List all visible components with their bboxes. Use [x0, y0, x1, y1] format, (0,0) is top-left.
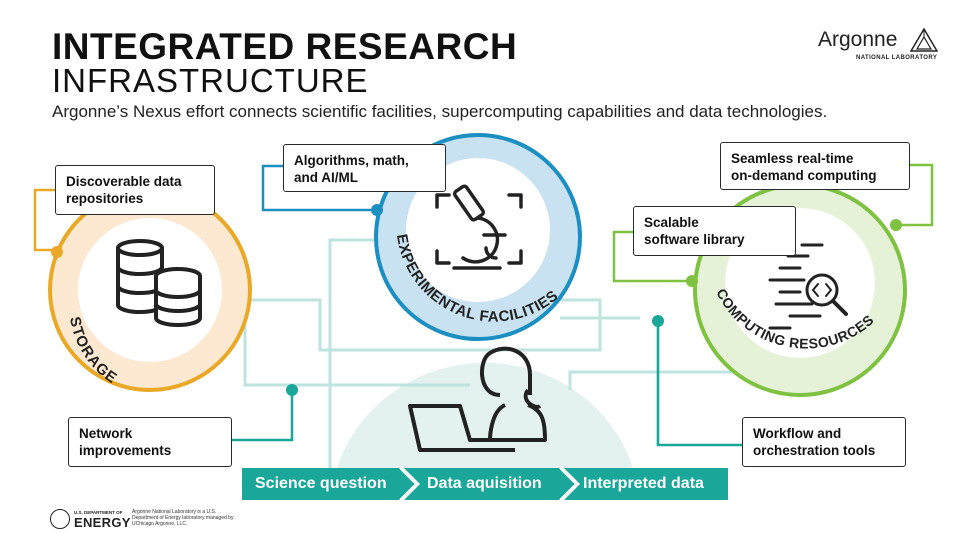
doe-description: Argonne National Laboratory is a U.S. De…	[132, 509, 234, 527]
computing-dot-top	[890, 219, 902, 231]
doe-logo[interactable]: U.S. DEPARTMENT OF ENERGY Argonne Nation…	[50, 508, 240, 532]
algorithms-box: Algorithms, math, and AI/ML	[283, 144, 446, 192]
doe-energy-text: ENERGY	[74, 515, 131, 530]
researcher-icon	[408, 346, 547, 452]
experimental-connector	[261, 164, 375, 212]
center-background	[335, 362, 635, 475]
page-title-line2: INFRASTRUCTURE	[52, 62, 369, 99]
scalable-line2: software library	[644, 232, 745, 247]
workflow-connector	[656, 323, 742, 447]
seamless-line1: Seamless real-time	[731, 151, 854, 166]
computing-dot-mid	[686, 275, 698, 287]
workflow-line2: orchestration tools	[753, 443, 876, 458]
flow-step-interpreted-data: Interpreted data	[583, 475, 704, 492]
network-line1: Network	[79, 426, 133, 441]
algorithms-label: Algorithms, math, and AI/ML	[294, 153, 409, 185]
seamless-computing-box: Seamless real-time on-demand computing	[720, 142, 910, 190]
scalable-library-box: Scalable software library	[633, 206, 796, 256]
database-icon	[116, 239, 202, 327]
workflow-dot	[652, 315, 664, 327]
network-improvements-box: Network improvements	[68, 417, 232, 467]
logo-subtitle: NATIONAL LABORATORY	[856, 55, 938, 61]
network-connector	[232, 392, 294, 442]
storage-dot	[51, 246, 63, 258]
discoverable-data-label: Discoverable data repositories	[66, 174, 182, 206]
logo-wordmark: Argonne	[818, 28, 898, 51]
flow-bar	[242, 467, 728, 501]
argonne-triangle-icon	[910, 28, 938, 52]
argonne-logo[interactable]: Argonne NATIONAL LABORATORY	[818, 28, 938, 68]
flow-step-science-question: Science question	[255, 475, 387, 492]
doe-seal-icon	[50, 509, 70, 529]
scalable-line1: Scalable	[644, 215, 699, 230]
flow-step-3-bg	[564, 468, 728, 500]
flow-step-2-bg	[404, 468, 576, 500]
page-subtitle: Argonne’s Nexus effort connects scientif…	[52, 102, 828, 121]
computing-connector-top	[898, 163, 934, 227]
network-line2: improvements	[79, 443, 172, 458]
workflow-tools-box: Workflow and orchestration tools	[742, 417, 906, 467]
network-dot	[286, 384, 298, 396]
microscope-icon	[435, 184, 523, 270]
discoverable-data-box: Discoverable data repositories	[55, 165, 215, 215]
flow-step-1-bg	[242, 468, 416, 500]
code-search-icon	[768, 243, 848, 330]
doe-top-text: U.S. DEPARTMENT OF	[74, 510, 123, 515]
seamless-line2: on-demand computing	[731, 168, 877, 183]
storage-connector	[33, 188, 57, 252]
workflow-line1: Workflow and	[753, 426, 842, 441]
experimental-dot	[371, 204, 383, 216]
computing-connector-mid	[612, 230, 690, 283]
page-title: INTEGRATED RESEARCH	[52, 26, 518, 67]
flow-step-data-acquisition: Data aquisition	[427, 475, 542, 492]
